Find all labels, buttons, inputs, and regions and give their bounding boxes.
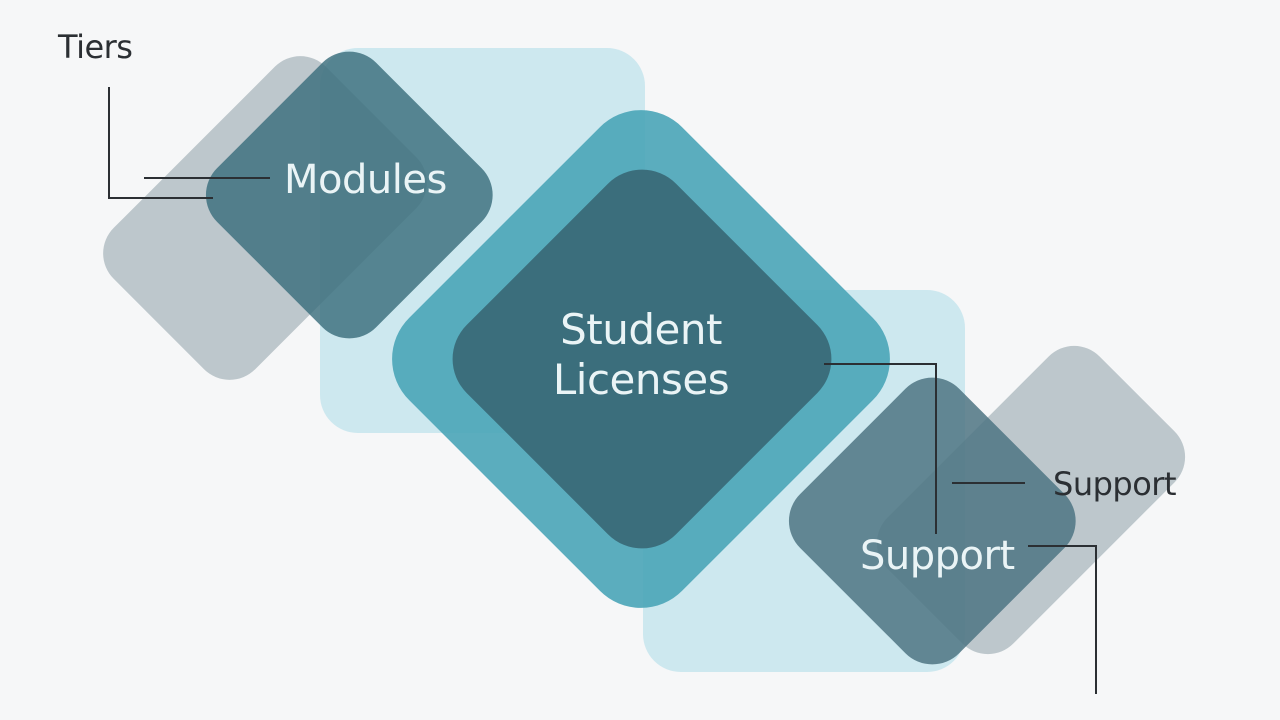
tiers-label: Tiers <box>58 28 133 66</box>
support-diamond <box>788 377 1076 665</box>
modules-label: Modules <box>284 157 447 203</box>
student-licenses-inner-diamond <box>452 169 832 549</box>
tiers-connector-line <box>108 87 213 199</box>
support-main-label: Support <box>860 533 1015 579</box>
modules-diamond <box>205 51 493 339</box>
student-licenses-line-1: Student <box>560 305 722 354</box>
student-licenses-label: Student Licenses <box>521 305 761 406</box>
support-main-connector-line <box>1028 545 1097 694</box>
support-side-label: Support <box>1053 465 1177 503</box>
student-licenses-line-2: Licenses <box>552 355 730 405</box>
center-connector-line <box>824 363 937 534</box>
